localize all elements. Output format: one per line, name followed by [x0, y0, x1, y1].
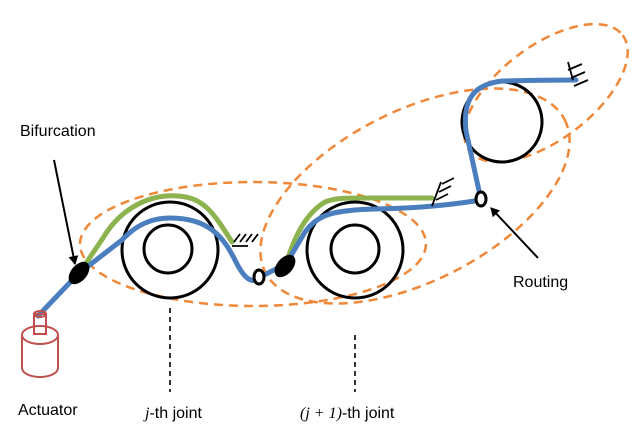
actuator-label: Actuator	[18, 402, 78, 419]
bifurcation-arrow	[53, 159, 79, 265]
joint-j-variable: j	[143, 405, 150, 422]
routing-pulley-1	[252, 268, 266, 286]
anchor-icon	[232, 233, 259, 247]
main-cable	[35, 77, 579, 319]
bifurcation-node-1	[68, 261, 90, 285]
anchor-icon	[431, 177, 455, 207]
bifurcation-label: Bifurcation	[20, 123, 96, 140]
branch-cable-j1	[283, 195, 435, 267]
routing-pulley-2	[474, 190, 488, 208]
branch-cable-j	[77, 193, 235, 275]
joint-j-label: j-th joint	[143, 405, 202, 422]
pulley-j1	[305, 200, 405, 300]
actuator-icon	[21, 310, 59, 378]
joint-j1-label: (j + 1)-th joint	[300, 405, 395, 422]
joint-j1-suffix: -th joint	[342, 405, 395, 422]
bifurcation-node-2	[274, 254, 296, 278]
anchor-icon	[567, 61, 589, 87]
routing-arrow	[490, 207, 539, 259]
routing-label: Routing	[513, 274, 568, 291]
joint-j-suffix: -th joint	[149, 405, 202, 422]
link-ellipse-j	[78, 180, 428, 308]
joint-j1-variable: (j + 1)	[300, 405, 342, 422]
pulley-j	[120, 200, 220, 300]
